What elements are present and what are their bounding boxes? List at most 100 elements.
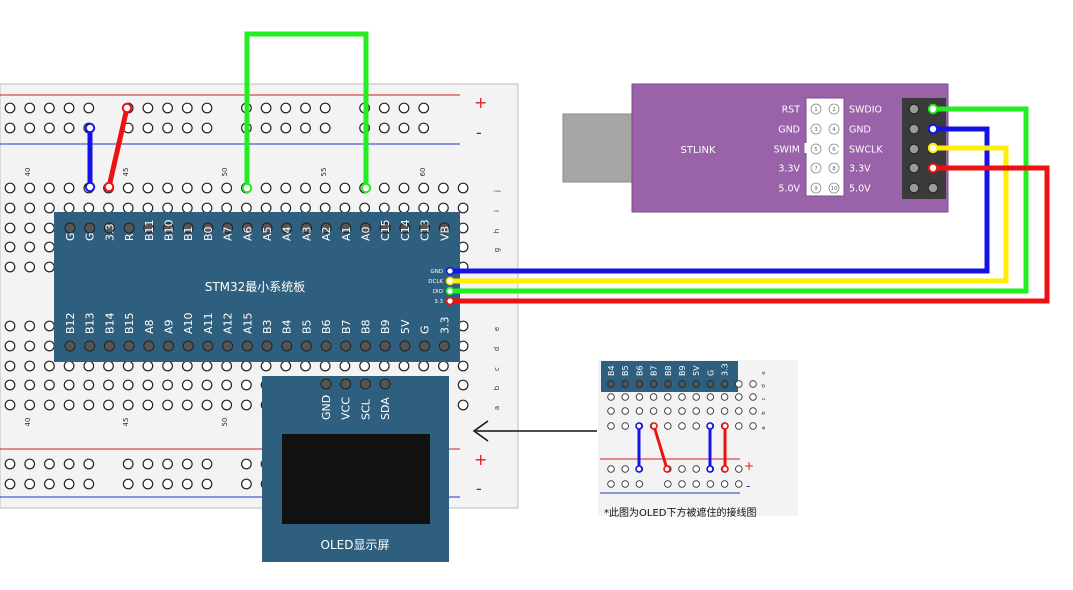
row-letter: i [493, 210, 501, 212]
hole [142, 379, 154, 391]
wire-green-swd-dio [449, 106, 1029, 294]
hole [240, 202, 252, 214]
pin-label: A0 [360, 226, 373, 241]
hole [44, 360, 55, 372]
pin-hole [379, 222, 391, 234]
hole [4, 360, 16, 372]
hole [24, 320, 36, 332]
hole [122, 360, 134, 372]
hole [162, 458, 174, 470]
wire-blue-swd-gnd [449, 126, 990, 274]
inset-hole [735, 380, 743, 388]
pin-label: A10 [182, 312, 195, 334]
inset-hole [749, 380, 757, 388]
hole [24, 241, 36, 253]
pin-hole [340, 378, 352, 390]
inset-wire-red [652, 425, 669, 470]
hole [122, 202, 134, 214]
pin-hole [300, 222, 312, 234]
inset-pin-hole [678, 380, 686, 388]
wire-red-3v3-rail [106, 107, 130, 188]
hole [378, 182, 390, 194]
pin-number: 1 [814, 107, 818, 113]
inset-hole [664, 393, 672, 401]
inset-pin-label: G [706, 370, 715, 376]
row-letter: e [493, 327, 501, 331]
inset-pin-label: 3.3 [721, 363, 730, 376]
inset-hole [678, 480, 686, 488]
stlink-pin [908, 182, 920, 194]
pin-label: VCC [340, 397, 353, 420]
pin-label: R [123, 233, 136, 241]
hole [4, 379, 16, 391]
row-letter: g [493, 248, 501, 252]
inset-row-letter: c [761, 397, 767, 400]
pin-label: A1 [340, 226, 353, 241]
hole [63, 202, 75, 214]
hole [44, 102, 55, 114]
inset-hole [706, 393, 715, 401]
hole [44, 458, 55, 470]
row-letter: a [493, 406, 501, 410]
pin-hole [320, 378, 332, 390]
hole [280, 202, 292, 214]
inset-hole [720, 393, 729, 401]
pin-label: A9 [163, 319, 176, 334]
column-number: 50 [221, 168, 229, 177]
pin-hole [419, 340, 431, 352]
hole [4, 202, 16, 214]
hole [24, 202, 36, 214]
hole [44, 222, 55, 234]
hole [418, 360, 430, 372]
wire-end [103, 181, 115, 193]
hole [83, 458, 95, 470]
pin-label: B10 [163, 219, 176, 241]
pin-hole [340, 222, 352, 234]
hole [63, 379, 75, 391]
pin-label: B9 [379, 319, 392, 334]
inset-hole [635, 393, 644, 401]
inset-wire-end [721, 465, 729, 473]
hole [418, 122, 430, 134]
stlink-pin [908, 162, 920, 174]
hole [122, 399, 134, 411]
stlink-left-label: GND [778, 125, 800, 136]
hole [4, 320, 16, 332]
hole [319, 182, 331, 194]
pin-label: GND [320, 395, 333, 420]
pin-label: B7 [340, 319, 353, 334]
pin-number-circle [828, 162, 840, 174]
pin-hole [103, 340, 115, 352]
hole [142, 102, 154, 114]
rail-plus-label: + [474, 93, 487, 112]
row-letter: d [493, 347, 501, 351]
hole [83, 399, 95, 411]
pin-hole [300, 340, 312, 352]
inset-row-letter: e [761, 371, 767, 375]
pin-hole [320, 340, 332, 352]
hole [122, 458, 134, 470]
wire-end-markers [84, 102, 939, 194]
hole [438, 360, 449, 372]
inset-hole [706, 480, 715, 488]
column-number: 60 [419, 168, 427, 177]
rail-minus-label: - [476, 479, 482, 498]
row-letter: j [493, 190, 501, 193]
inset-hole [621, 407, 629, 415]
stlink-key-notch [804, 143, 810, 153]
hole [4, 261, 16, 273]
hole [4, 182, 16, 194]
inset-rail-plus: + [744, 459, 754, 473]
inset-hole [735, 407, 743, 415]
hole [300, 202, 311, 214]
inset-hole [735, 422, 743, 430]
pin-hole [222, 340, 234, 352]
hole [398, 102, 410, 114]
stlink-right-label: SWDIO [849, 105, 882, 116]
pin-number-circle [810, 103, 822, 115]
